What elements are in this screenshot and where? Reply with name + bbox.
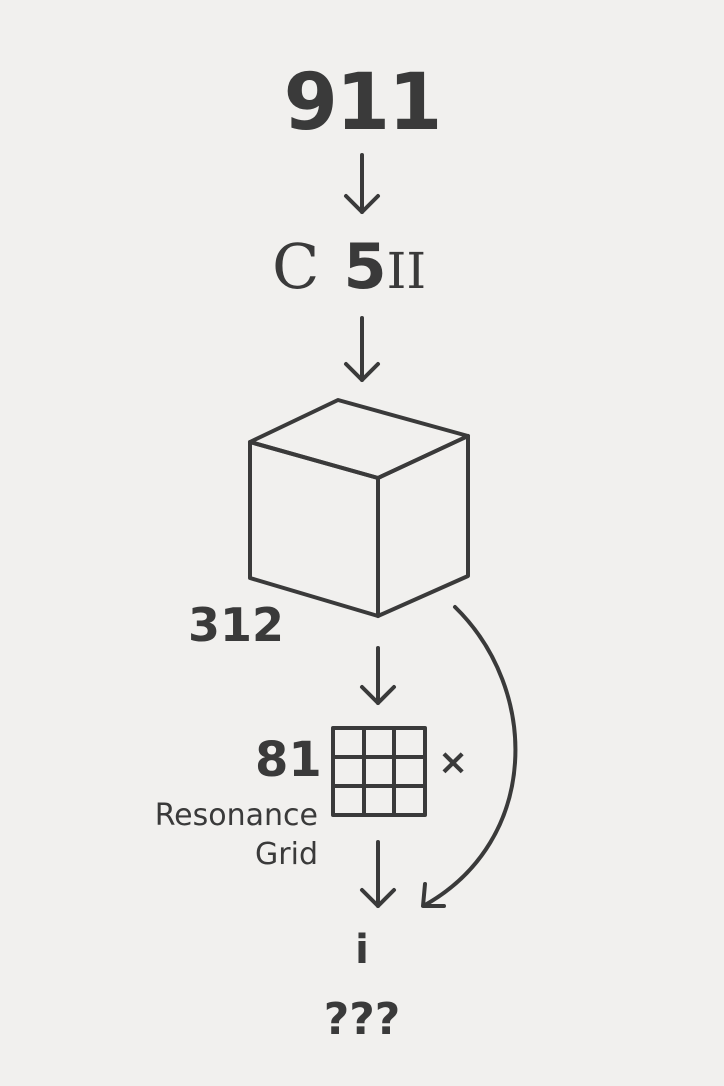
top-number: 911	[283, 58, 443, 148]
unknown-mark: ???	[323, 994, 401, 1045]
arrow-down-1	[344, 153, 380, 214]
arrow-down-4	[360, 840, 396, 908]
code-digit-five: 5	[343, 230, 387, 303]
code-roman-numeral: II	[386, 242, 427, 300]
code-letter-c: C	[272, 230, 320, 303]
times-mark: ×	[438, 742, 469, 783]
grid-caption-line1: Resonance	[154, 798, 318, 833]
grid-caption-line2: Grid	[255, 837, 318, 872]
cube-shape	[248, 398, 470, 618]
result-symbol: i	[355, 927, 369, 973]
arrow-down-2	[344, 316, 380, 382]
curved-arrow	[421, 605, 518, 908]
resonance-grid-shape	[331, 726, 427, 817]
grid-number: 81	[255, 732, 322, 788]
cube-number: 312	[188, 598, 285, 652]
arrow-down-3	[360, 646, 396, 705]
